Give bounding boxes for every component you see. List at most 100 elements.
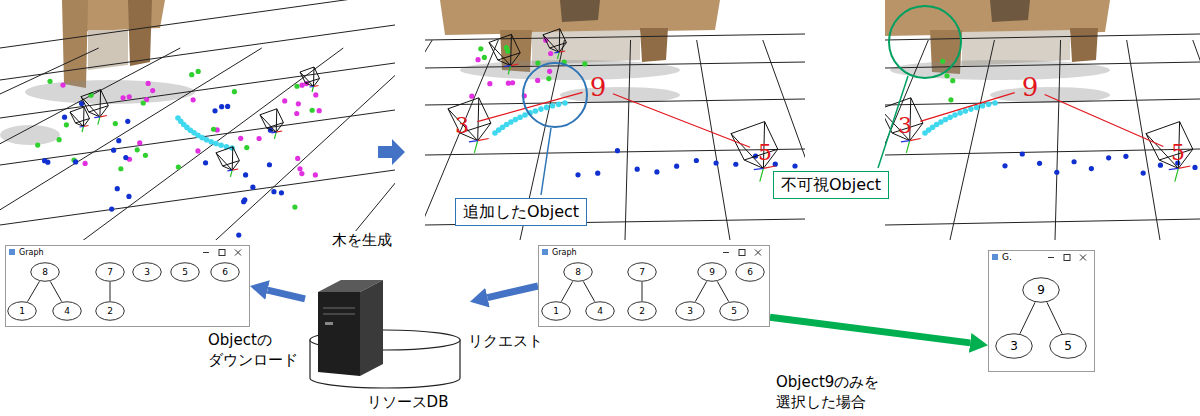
maximize-icon <box>739 250 745 256</box>
point-cloud-dot <box>176 164 181 169</box>
camera-axis <box>504 65 510 67</box>
grid-line <box>885 62 1200 68</box>
camera-axis <box>276 131 282 132</box>
ellipse-outline <box>171 263 200 282</box>
camera-frustum <box>498 60 511 66</box>
point-cloud-dot <box>243 172 248 177</box>
node-number: 5 <box>182 267 188 277</box>
camera-axis <box>84 126 89 127</box>
grid-line <box>20 48 395 240</box>
callout-box: 追加したObject <box>455 198 587 226</box>
camera-axis <box>511 64 519 66</box>
node-number: 6 <box>747 267 753 277</box>
point-cloud-dot <box>296 101 301 106</box>
point-cloud-dot <box>60 83 65 88</box>
close-icon <box>755 250 761 256</box>
arch-structure <box>640 28 668 62</box>
ellipse-outline <box>720 302 749 321</box>
arch-structure <box>440 0 720 35</box>
point-cloud-dot <box>123 155 128 160</box>
point-cloud-dot <box>191 97 196 102</box>
trajectory-dot <box>963 108 969 114</box>
point-cloud-dot <box>1106 155 1111 160</box>
callout-text: 不可視Object <box>781 175 881 194</box>
ellipse-outline <box>564 263 593 282</box>
point-cloud-dot <box>116 138 121 143</box>
node-number: 1 <box>19 306 25 316</box>
point-cloud-dot <box>469 94 474 99</box>
grid-line <box>0 0 395 48</box>
point-cloud-dot <box>713 160 718 165</box>
camera-axis <box>478 139 489 141</box>
point-cloud-dot <box>109 207 114 212</box>
camera-axis <box>474 141 477 153</box>
server-tower <box>318 292 360 376</box>
camera-axis <box>227 170 232 172</box>
point-cloud-dot <box>238 136 243 141</box>
trajectory-dot <box>992 100 998 106</box>
camera-frustum <box>306 83 314 87</box>
grid-line <box>0 63 395 118</box>
point-cloud-dot <box>792 163 797 168</box>
tree-link-3d <box>920 93 1014 122</box>
point-cloud-dot <box>1123 154 1128 159</box>
camera-axis <box>82 127 84 133</box>
window-ground <box>5 245 250 327</box>
point-cloud-dot <box>236 233 241 238</box>
point-cloud-dot <box>1002 163 1007 168</box>
tree-node: 7 <box>95 262 125 282</box>
camera-frustum <box>559 43 566 53</box>
grid-line <box>885 149 1200 155</box>
camera-frustum <box>489 42 511 65</box>
point-cloud-dot <box>212 108 217 113</box>
tree-node: 5 <box>170 262 200 282</box>
node-number: 7 <box>639 267 645 277</box>
trajectory-dot <box>517 114 523 120</box>
point-cloud-dot <box>1141 171 1146 176</box>
point-cloud-dot <box>1192 165 1197 170</box>
grid-line <box>697 40 760 240</box>
graph-window: G.935 <box>988 250 1095 372</box>
object-number: 9 <box>590 72 607 103</box>
grid-line <box>425 34 805 40</box>
tree-node: 3 <box>995 333 1033 359</box>
server-detail <box>323 313 355 315</box>
grid-line <box>1127 40 1190 240</box>
grid-line <box>1193 40 1200 240</box>
point-cloud-dot <box>196 69 201 74</box>
object-number: 5 <box>758 140 772 166</box>
grid-line <box>910 40 994 240</box>
point-cloud-dot <box>57 137 62 142</box>
tree-node: 5 <box>719 301 749 321</box>
camera-frustum <box>84 119 90 127</box>
camera-axis <box>1178 166 1190 168</box>
server-detail <box>323 307 355 309</box>
server-db-icon <box>305 270 470 414</box>
tree-edge <box>27 281 39 301</box>
camera-axis <box>94 116 100 118</box>
ellipse-outline <box>211 263 240 282</box>
point-cloud-dot <box>504 45 509 50</box>
point-cloud-dot <box>135 147 140 152</box>
window-icon <box>9 249 15 255</box>
point-cloud-dot <box>475 57 480 62</box>
point-cloud-dot <box>257 136 262 141</box>
camera-frustum <box>511 53 521 66</box>
minimize-icon <box>203 252 209 253</box>
node-number: 6 <box>222 267 228 277</box>
point-cloud-dot <box>299 171 304 176</box>
point-cloud-dot <box>575 172 580 177</box>
node-number: 9 <box>1037 283 1045 297</box>
tree-edge <box>561 281 572 301</box>
trajectory-dot <box>538 106 544 112</box>
screenshot-ground <box>0 0 395 240</box>
grid-line <box>0 48 99 240</box>
camera-frustum <box>550 48 560 52</box>
point-cloud-dot <box>297 166 302 171</box>
point-cloud-dot <box>950 78 955 83</box>
tree-node: 2 <box>627 301 657 321</box>
tree-node: 1 <box>7 301 37 321</box>
ellipse-outline <box>676 302 705 321</box>
camera-axis <box>559 51 565 52</box>
point-cloud-dot <box>111 148 116 153</box>
